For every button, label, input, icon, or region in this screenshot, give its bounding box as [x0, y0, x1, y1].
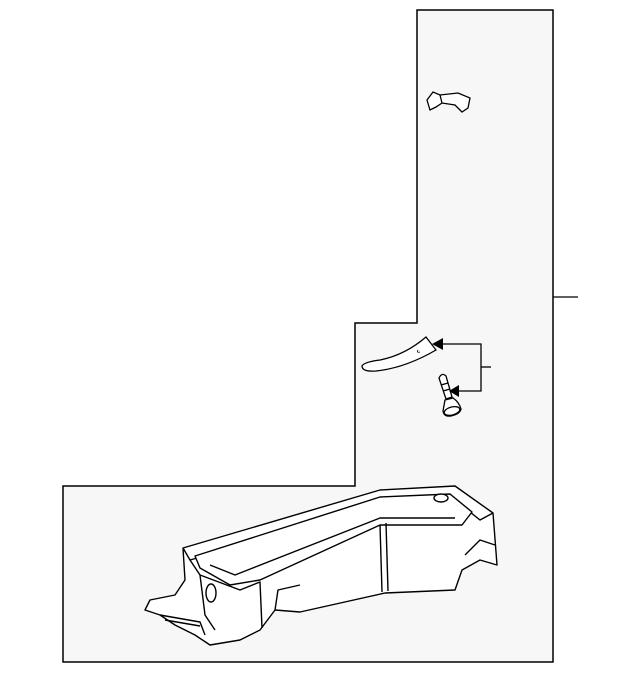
bracket-part[interactable] — [361, 336, 437, 372]
arrow-head-icon — [432, 338, 443, 350]
screw-part[interactable] — [438, 373, 462, 417]
callout-arrows — [441, 343, 491, 392]
arrow-head-icon — [449, 385, 459, 397]
clip-part[interactable] — [426, 91, 471, 113]
oil-pan-part[interactable] — [144, 485, 498, 646]
